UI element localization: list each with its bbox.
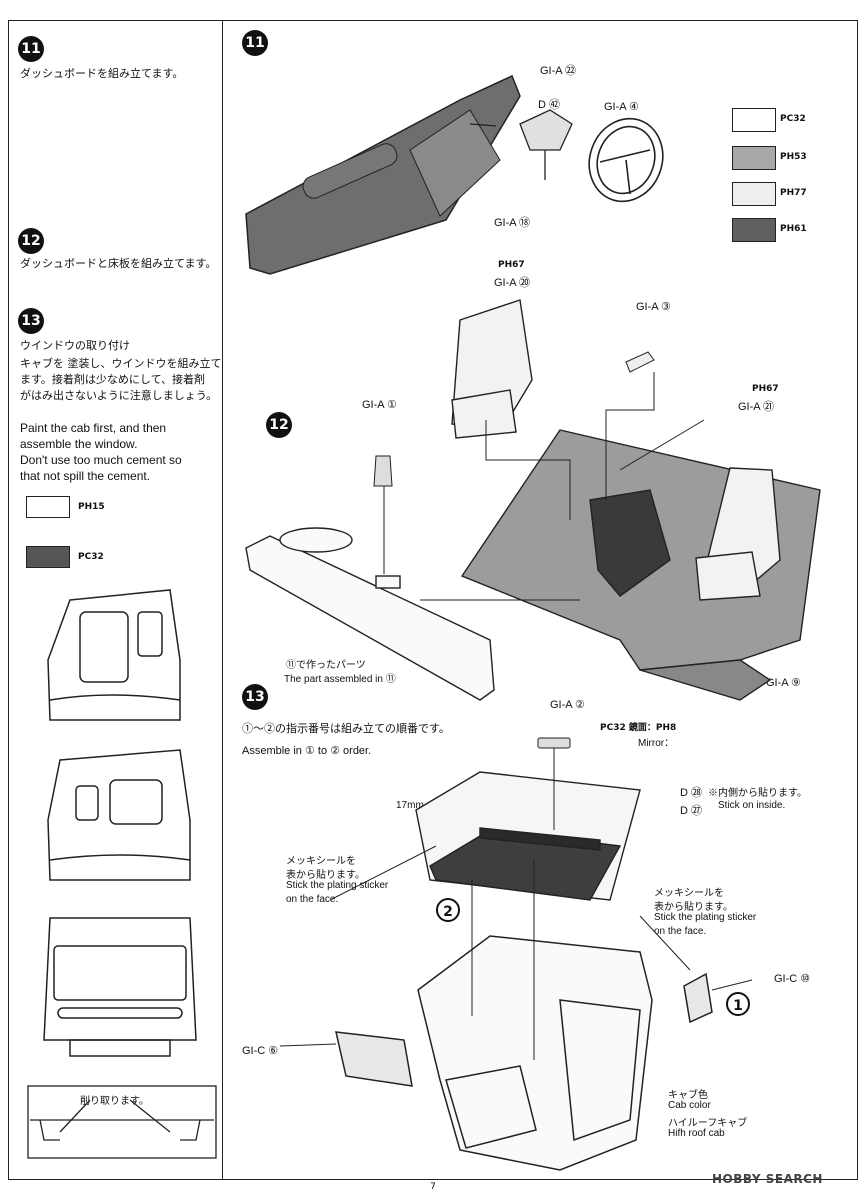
step-12-badge: 12 bbox=[18, 228, 44, 254]
order-marker-2: 2 bbox=[436, 898, 460, 922]
cut-detail-box bbox=[27, 1085, 217, 1159]
label-part-c6: GI-C ⑥ bbox=[242, 1045, 279, 1057]
dimension-17mm: 17mm bbox=[396, 800, 424, 811]
mirror-en: Mirror： bbox=[638, 738, 675, 749]
label-mirror-part: GI-A ② bbox=[550, 699, 585, 711]
cab-type-en: Hifh roof cab bbox=[668, 1128, 725, 1139]
step-12-instruction: ダッシュボードと床板を組み立てます。 bbox=[20, 257, 217, 270]
step-13-main-badge: 13 bbox=[242, 684, 268, 710]
swatch-ph77 bbox=[732, 182, 776, 206]
step-13-en-line3: Don't use too much cement so bbox=[20, 453, 182, 467]
window-tray-illustration bbox=[415, 771, 641, 901]
cab-color-en: Cab color bbox=[668, 1100, 711, 1111]
step-13-jp-line2: ます。接着剤は少なめにして、接着剤 bbox=[20, 373, 206, 386]
step-13-jp-line1: キャブを 塗装し、ウインドウを組み立て bbox=[20, 357, 222, 370]
cab-front-view bbox=[43, 917, 197, 1057]
color-swatch-dark bbox=[26, 546, 70, 568]
plating-right-en2: on the face. bbox=[654, 926, 707, 937]
seat-right-illustration bbox=[695, 467, 781, 601]
label-wheel-part: GI-A ④ bbox=[604, 101, 639, 113]
cut-note: 削り取ります。 bbox=[80, 1096, 149, 1107]
watermark-logo: HOBBY SEARCH bbox=[712, 1172, 823, 1186]
label-dash-part: GI-A ㉒ bbox=[540, 65, 577, 77]
order-marker-1: 1 bbox=[726, 992, 750, 1016]
swatch-code-ph77: PH77 bbox=[780, 188, 807, 198]
label-part-c10: GI-C ⑩ bbox=[774, 973, 811, 985]
cab-side-view-1 bbox=[47, 589, 181, 721]
label-shifter-part: GI-A ⑱ bbox=[494, 217, 531, 229]
cab-side-view-2 bbox=[47, 749, 191, 881]
plating-right-en1: Stick the plating sticker bbox=[654, 912, 757, 923]
plating-sticker-left bbox=[335, 1031, 413, 1087]
swatch-ph61 bbox=[732, 218, 776, 242]
step-13-en-line4: that not spill the cement. bbox=[20, 469, 151, 483]
lever-illustration bbox=[373, 455, 393, 574]
cab-body-illustration bbox=[417, 935, 653, 1171]
inside-note-jp: ※内側から貼ります。 bbox=[708, 788, 807, 799]
label-floor: GI-A ⑨ bbox=[766, 677, 801, 689]
order-note-en: Assemble in ① to ② order. bbox=[242, 745, 372, 757]
seat-left-color-code: PH67 bbox=[498, 260, 525, 270]
inside-note-en: Stick on inside. bbox=[718, 800, 786, 811]
step-13-title: ウインドウの取り付け bbox=[20, 339, 130, 352]
swatch-code-ph53: PH53 bbox=[780, 152, 807, 162]
step-13-en-line1: Paint the cab first, and then bbox=[20, 421, 167, 435]
label-seat-left: GI-A ⑳ bbox=[494, 277, 531, 289]
color-code-pc32: PC32 bbox=[78, 552, 104, 562]
label-decal-28: D ㉘ bbox=[680, 787, 702, 799]
dashboard-illustration bbox=[245, 74, 521, 275]
color-code-ph15: PH15 bbox=[78, 502, 105, 512]
plating-left-jp2: 表から貼ります。 bbox=[286, 870, 365, 881]
step-12-main-badge: 12 bbox=[266, 412, 292, 438]
label-decal-27: D ㉗ bbox=[680, 805, 702, 817]
seat-left-illustration bbox=[451, 299, 533, 439]
plating-left-en1: Stick the plating sticker bbox=[286, 880, 389, 891]
column-divider bbox=[222, 20, 223, 1180]
shifter-illustration bbox=[469, 109, 573, 180]
plating-left-en2: on the face. bbox=[286, 894, 339, 905]
plating-sticker-right bbox=[683, 972, 713, 1024]
label-seat-right: GI-A ㉑ bbox=[738, 401, 775, 413]
step-11-main-badge: 11 bbox=[242, 30, 268, 56]
plating-left-jp1: メッキシールを bbox=[286, 856, 356, 867]
swatch-code-ph61: PH61 bbox=[780, 224, 807, 234]
plating-right-jp1: メッキシールを bbox=[654, 888, 724, 899]
mirror-color-codes: PC32 鏡面：PH8 bbox=[600, 723, 677, 733]
steering-wheel-illustration bbox=[588, 117, 664, 203]
assembly-lines-step13 bbox=[279, 845, 753, 1060]
swatch-code-pc32: PC32 bbox=[780, 114, 806, 124]
step-13-en-line2: assemble the window. bbox=[20, 437, 138, 451]
assembly-lines-step12 bbox=[420, 372, 705, 601]
page-frame bbox=[8, 20, 858, 1180]
dashboard-assembled-illustration bbox=[245, 527, 495, 701]
swatch-ph53 bbox=[732, 146, 776, 170]
color-swatch-white bbox=[26, 496, 70, 518]
step-13-jp-line3: がはみ出さないように注意しましょう。 bbox=[20, 389, 218, 402]
step-11-badge: 11 bbox=[18, 36, 44, 62]
label-decal-42: D ㊷ bbox=[538, 99, 560, 111]
made-part-en: The part assembled in ⑪ bbox=[284, 674, 396, 685]
page-number: 7 bbox=[430, 1182, 436, 1192]
cab-color-jp: キャブ色 bbox=[668, 1090, 708, 1101]
seat-right-color-code: PH67 bbox=[752, 384, 779, 394]
cab-type-jp: ハイルーフキャブ bbox=[668, 1118, 748, 1129]
bracket-illustration bbox=[625, 351, 655, 373]
label-bracket: GI-A ③ bbox=[636, 301, 671, 313]
step-11-instruction: ダッシュボードを組み立てます。 bbox=[20, 67, 184, 80]
swatch-pc32 bbox=[732, 108, 776, 132]
mirror-illustration bbox=[537, 737, 571, 830]
label-lever: GI-A ① bbox=[362, 399, 397, 411]
step-13-badge: 13 bbox=[18, 308, 44, 334]
made-part-jp: ⑪で作ったパーツ bbox=[286, 660, 366, 671]
order-note-jp: ①～②の指示番号は組み立ての順番です。 bbox=[242, 723, 450, 735]
plating-right-jp2: 表から貼ります。 bbox=[654, 902, 733, 913]
